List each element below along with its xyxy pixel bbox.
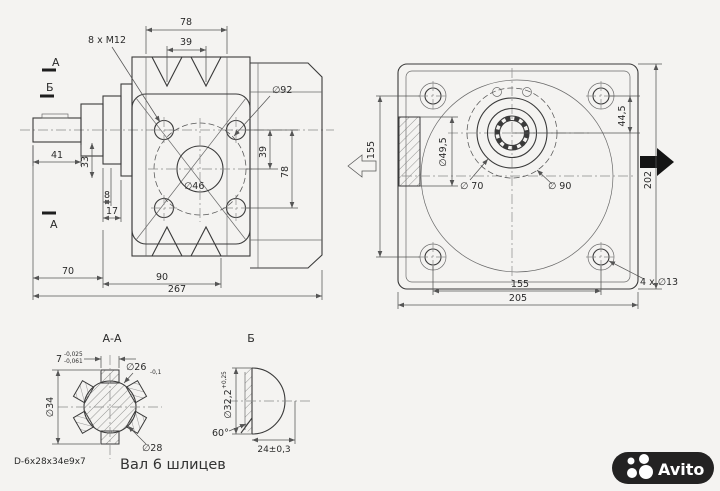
- front-view-dimensions: 155 ∅49,5 ∅ 70 ∅ 90 44,5 202 155 205 4 х…: [366, 63, 678, 309]
- pulley-grooves-top: [151, 56, 222, 88]
- dim-267: 267: [168, 284, 186, 295]
- dia-92-label: ∅92: [272, 85, 292, 96]
- dim-33: 33: [80, 156, 91, 168]
- section-aa-title: А-А: [102, 332, 121, 345]
- suction-port: [398, 116, 421, 187]
- dia-70-label: ∅ 70: [460, 181, 483, 192]
- pulley-grooves-bottom: [151, 225, 222, 257]
- dia-32-2-label: ∅32,2: [223, 389, 234, 418]
- dim-7: 7: [56, 354, 62, 365]
- section-aa-caption: Вал 6 шлицев: [120, 457, 226, 473]
- bolt-hole-centerlines: [151, 117, 249, 221]
- dim-90: 90: [156, 272, 168, 283]
- watermark-brand: Avito: [658, 460, 704, 479]
- dim-7-tol-upper: -0,025: [64, 352, 83, 358]
- dim-205: 205: [509, 293, 527, 304]
- dia-26-label: ∅26: [126, 362, 146, 373]
- dia-46-label: ∅46: [184, 181, 204, 192]
- dim-78-right: 78: [280, 166, 291, 178]
- dim-155-left: 155: [366, 141, 377, 159]
- watermark: Avito: [612, 452, 714, 484]
- side-view-geometry: [20, 56, 334, 269]
- side-view-dimensions: 78 39 8 х М12 ∅92 ∅46 39 78 41 33: [32, 17, 323, 300]
- holes-note: 4 х ∅13: [640, 277, 678, 288]
- pump-body-front: [397, 63, 639, 290]
- dia-26-tol: -0,1: [150, 370, 162, 376]
- view-direction-arrow: [347, 154, 377, 178]
- dia-90-label: ∅ 90: [548, 181, 571, 192]
- dim-78-top: 78: [180, 17, 192, 28]
- watermark-pill: [612, 452, 714, 484]
- cut-label-a-top: А: [52, 56, 60, 69]
- cut-label-a-bottom: А: [50, 218, 58, 231]
- avito-logo-icon: [627, 454, 653, 479]
- spline-spec: D-6x28x34e9x7: [14, 457, 86, 467]
- dim-155-bottom: 155: [511, 279, 529, 290]
- front-view-geometry: [347, 63, 674, 290]
- section-aa: А-А 7 -0,025 -0,061 ∅26 -0,1: [14, 332, 226, 473]
- cut-label-b: Б: [46, 81, 54, 94]
- dim-41: 41: [51, 150, 63, 161]
- dim-70: 70: [62, 266, 74, 277]
- spline-section: [58, 355, 162, 459]
- dim-7-tol-lower: -0,061: [64, 359, 83, 365]
- detail-b: Б ∅32,2 +0,25 60° 24±0,3: [212, 332, 312, 455]
- pump-body-side: [250, 62, 323, 269]
- dia-49-5-label: ∅49,5: [438, 137, 449, 166]
- dim-17: 17: [106, 206, 118, 217]
- dim-39-right: 39: [258, 146, 269, 158]
- bolt-note: 8 х М12: [88, 35, 126, 46]
- dia-34-label: ∅34: [45, 397, 56, 417]
- angle-60-label: 60°: [212, 428, 229, 439]
- dim-44-5: 44,5: [617, 105, 628, 126]
- dia-32-2-tol: +0,25: [222, 371, 228, 389]
- detail-b-title: Б: [247, 332, 255, 345]
- detail-b-geometry: [228, 367, 312, 435]
- dim-202: 202: [643, 171, 654, 189]
- dia-28-label: ∅28: [142, 443, 162, 454]
- dim-39-top: 39: [180, 37, 192, 48]
- dim-8: 8: [104, 190, 110, 201]
- dim-24-label: 24±0,3: [257, 445, 290, 455]
